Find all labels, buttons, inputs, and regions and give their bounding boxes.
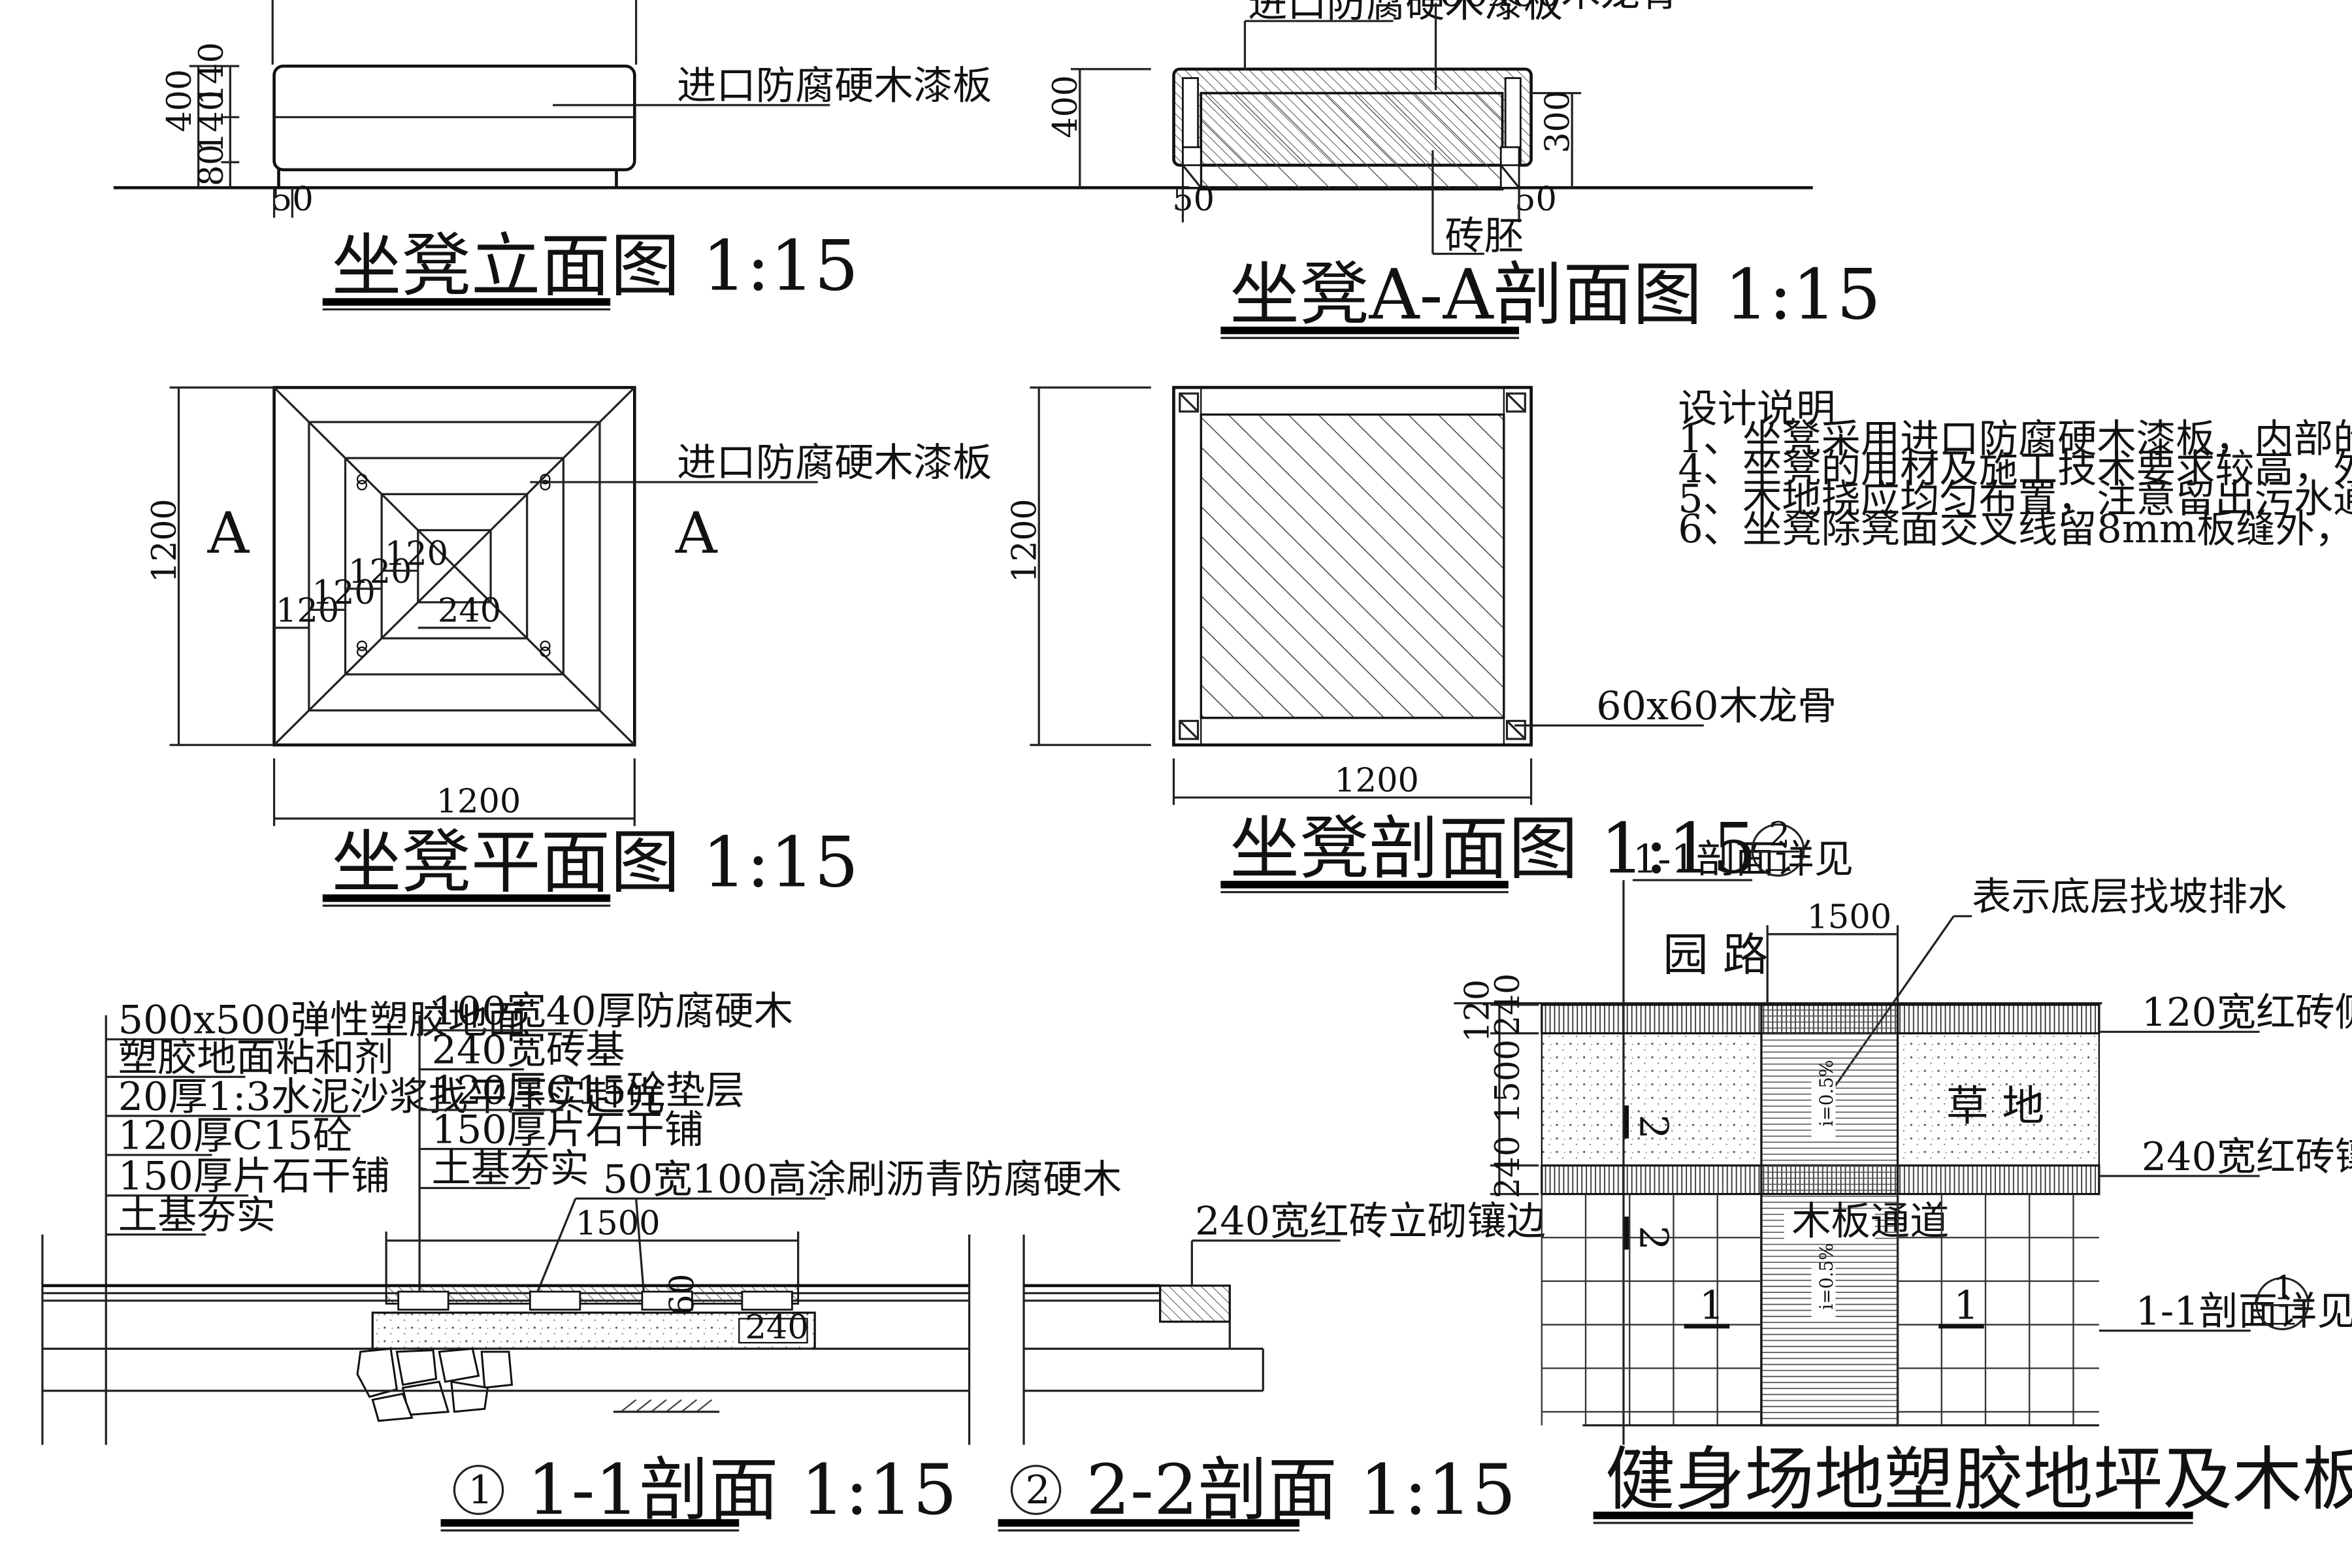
dim-400: 400	[160, 69, 199, 133]
dim-240-sec11: 240	[745, 1307, 809, 1346]
rubble-stones	[356, 1347, 514, 1422]
dim-140-bottom: 140	[192, 90, 231, 154]
ref-bubble-top-num: 2	[1769, 815, 1790, 853]
layer-right: 240宽砖基	[432, 1028, 625, 1073]
title-sec11: 1-1剖面 1:15	[527, 1450, 957, 1531]
dim-1200-sec-v: 1200	[1005, 498, 1043, 583]
aa-wood-label: 进口防腐硬木漆板	[1248, 0, 1563, 26]
dim-1500-sec11: 1500	[576, 1204, 661, 1243]
bench-section-plan: 1200 1200 60x60木龙骨 坐凳剖面图 1:15	[1005, 385, 1837, 894]
ref-bubble-right-num: 1	[2273, 1269, 2294, 1307]
dim-120-site: 120	[1458, 979, 1496, 1043]
aa-brick-label: 砖胚	[1445, 214, 1524, 259]
note-item: 6、坐凳除凳面交叉线留8mm板缝外，其他地方不设板缝。	[1678, 506, 2352, 552]
slope-mark-upper: i=0.5%	[1816, 1060, 1837, 1126]
dim-50-aa-left: 50	[1172, 180, 1215, 218]
slope-mark-lower: i=0.5%	[1816, 1243, 1837, 1310]
aa-keel-label: 60x60木龙骨	[1439, 0, 1679, 16]
design-notes: 设计说明 1、坐凳采用进口防腐硬木漆板，内部的木龙骨采用柳桉木，须浸渍沥青方可使…	[1678, 386, 2352, 552]
section-2-2: 240宽红砖立砌镶边 2 2-2剖面 1:15	[998, 1199, 1546, 1532]
dim-1200-sec-h: 1200	[1334, 761, 1419, 800]
ref-bubble-top-sub: —	[1765, 852, 1792, 884]
cut-1-right: 1	[1953, 1283, 1978, 1329]
layer-left: 塑胶地面粘和剂	[118, 1035, 394, 1081]
cut-2-lower: 2	[1630, 1226, 1676, 1250]
red-brick-side-label: 120宽红砖侧石	[2142, 990, 2352, 1036]
dim-120-d: 120	[385, 534, 448, 573]
title-plan: 坐凳平面图 1:15	[332, 823, 858, 903]
title-sec22: 2-2剖面 1:15	[1086, 1450, 1516, 1531]
bench-plan: 120 120 120 120 240 1200 1200 A A 进口防腐硬木…	[145, 385, 992, 907]
layer-right: 土基夯实	[432, 1146, 589, 1192]
sec-keel-label: 60x60木龙骨	[1596, 683, 1837, 729]
layer-right: 100宽40厚防腐硬木	[432, 988, 793, 1034]
ref-bubble-top	[1751, 823, 1805, 877]
sec22-number: 2	[1025, 1467, 1050, 1513]
asphalt-wood-label: 50宽100高涂刷沥青防腐硬木	[603, 1157, 1122, 1203]
elev-wood-label: 进口防腐硬木漆板	[677, 63, 992, 109]
sec11-number: 1	[468, 1467, 493, 1513]
cut-1-left: 1	[1699, 1283, 1724, 1329]
bench-section-aa: 400 300 50 50 进口防腐硬木漆板 60x60木龙骨 砖胚 坐凳A-A…	[1046, 0, 1881, 339]
plan-wood-label: 进口防腐硬木漆板	[677, 440, 992, 486]
dim-1200-plan-h: 1200	[436, 782, 521, 821]
layer-right: 150厚片石干铺	[432, 1107, 704, 1153]
rubber-tile-grid	[1541, 1194, 2099, 1426]
section-circle-1	[453, 1465, 504, 1515]
ref-bubble-right	[2255, 1277, 2310, 1331]
dim-50-aa-right: 50	[1514, 180, 1557, 218]
title-section-aa: 坐凳A-A剖面图 1:15	[1230, 255, 1881, 335]
site-plan: 1-1剖面详见 2 — 园 路 1500 表示底层找坡排水 木板通道 i=0.5…	[1454, 815, 2352, 1524]
detail-ref-right: 1-1剖面详见	[2136, 1289, 2352, 1335]
cut-2-upper: 2	[1630, 1115, 1676, 1139]
section-circle-2	[1010, 1465, 1062, 1515]
dim-140-top: 140	[192, 42, 231, 105]
upright-brick-label: 240宽红砖立砌镶边	[1195, 1199, 1546, 1245]
detail-ref-top: 1-1剖面详见	[1633, 837, 1854, 883]
dim-300: 300	[1538, 90, 1576, 154]
dim-120-b: 120	[312, 573, 376, 612]
dim-60-sec11: 60	[662, 1273, 701, 1315]
grass-label: 草 地	[1946, 1082, 2044, 1131]
title-section: 坐凳剖面图 1:15	[1230, 809, 1756, 889]
boardwalk-label: 木板通道	[1791, 1199, 1949, 1245]
dim-240-site-bottom: 240	[1488, 1135, 1527, 1199]
layer-left: 20厚1:3水泥沙浆找平压实赶光	[118, 1074, 665, 1120]
bench-elevation: 400 140 140 80 50 进口防腐硬木漆板 坐凳立面图 1:15	[113, 0, 1813, 311]
note-item: 4、坐凳的用材及施工技术要求较高，外表有关交接固定处以采用铜钉为佳。	[1678, 446, 2352, 492]
dim-1500-site-v: 1500	[1488, 1039, 1527, 1124]
slope-note: 表示底层找坡排水	[1972, 874, 2287, 920]
layer-left: 120厚C15砼	[118, 1113, 352, 1159]
title-elevation: 坐凳立面图 1:15	[332, 226, 858, 306]
title-site-plan: 健身场地塑胶地坪及木板通道平面图 1:50	[1605, 1440, 2352, 1520]
dim-240-site-top: 240	[1488, 973, 1527, 1037]
ref-bubble-right-sub: —	[2269, 1305, 2296, 1337]
section-mark-a-right: A	[675, 500, 718, 566]
dim-240-plan: 240	[438, 591, 501, 630]
layer-right: 120厚C15砼垫层	[432, 1068, 745, 1114]
layer-left: 150厚片石干铺	[118, 1154, 390, 1200]
section-1-1: 500x500弹性塑胶地面 塑胶地面粘和剂 20厚1:3水泥沙浆找平压实赶光 1…	[41, 988, 1122, 1532]
dim-80: 80	[192, 144, 231, 186]
dim-1500-plan: 1500	[1806, 898, 1891, 936]
red-brick-edge-label: 240宽红砖镶边	[2142, 1134, 2352, 1180]
dim-400-aa: 400	[1046, 75, 1085, 139]
dim-1200-plan-v: 1200	[145, 498, 184, 583]
note-item: 5、木地挠应均匀布置，注意留出污水通道，地坪合理找坡，保证不积水。	[1678, 476, 2352, 522]
section-mark-a-left: A	[207, 500, 250, 566]
layer-left: 500x500弹性塑胶地面	[118, 998, 527, 1043]
notes-heading: 设计说明	[1678, 386, 1835, 432]
route-label: 园 路	[1663, 929, 1768, 981]
layer-left: 土基夯实	[118, 1193, 276, 1239]
note-item: 1、坐凳采用进口防腐硬木漆板，内部的木龙骨采用柳桉木，须浸渍沥青方可使用。	[1678, 416, 2352, 462]
